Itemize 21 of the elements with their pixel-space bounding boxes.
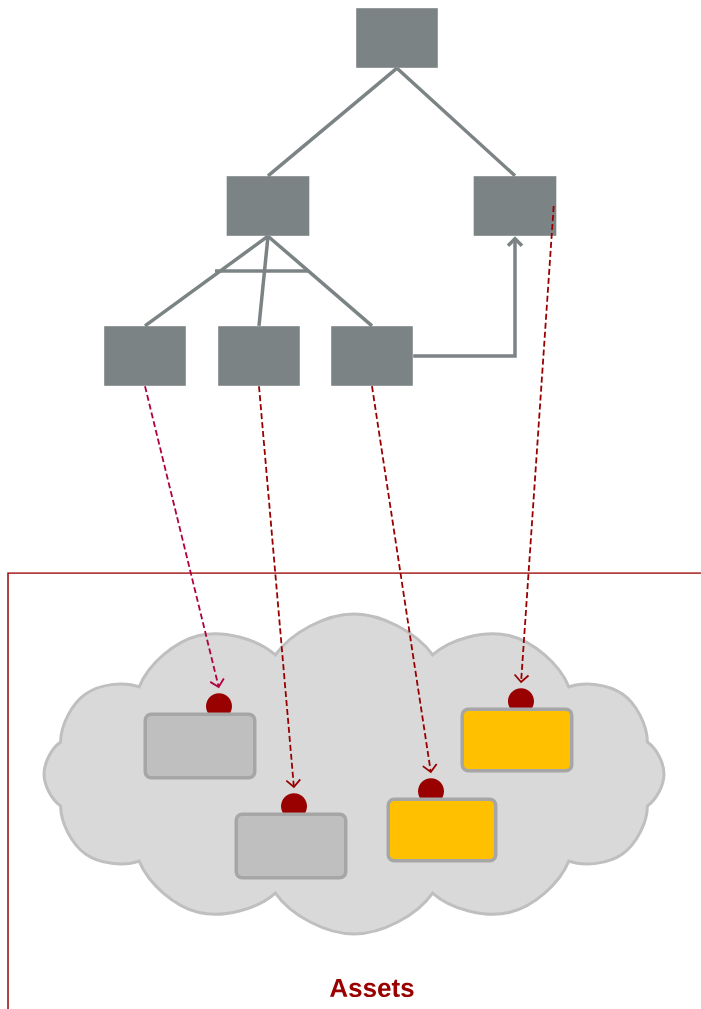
connector (266, 234, 374, 328)
asset-box (460, 688, 574, 773)
org-box (473, 175, 557, 237)
connector (144, 385, 225, 689)
connector (257, 236, 270, 326)
connector (371, 385, 438, 774)
org-box (103, 325, 187, 387)
asset-box (386, 778, 498, 863)
connector (266, 66, 399, 178)
org-box (330, 325, 414, 387)
asset-box (143, 693, 257, 780)
connector (258, 385, 302, 789)
connector (513, 205, 555, 684)
assets-panel: Assets (7, 572, 701, 1009)
asset-box (234, 793, 348, 880)
org-box (217, 325, 301, 387)
org-box (355, 7, 439, 69)
org-box (226, 175, 310, 237)
connector (143, 234, 270, 328)
connector (395, 66, 517, 178)
connector (413, 236, 524, 358)
